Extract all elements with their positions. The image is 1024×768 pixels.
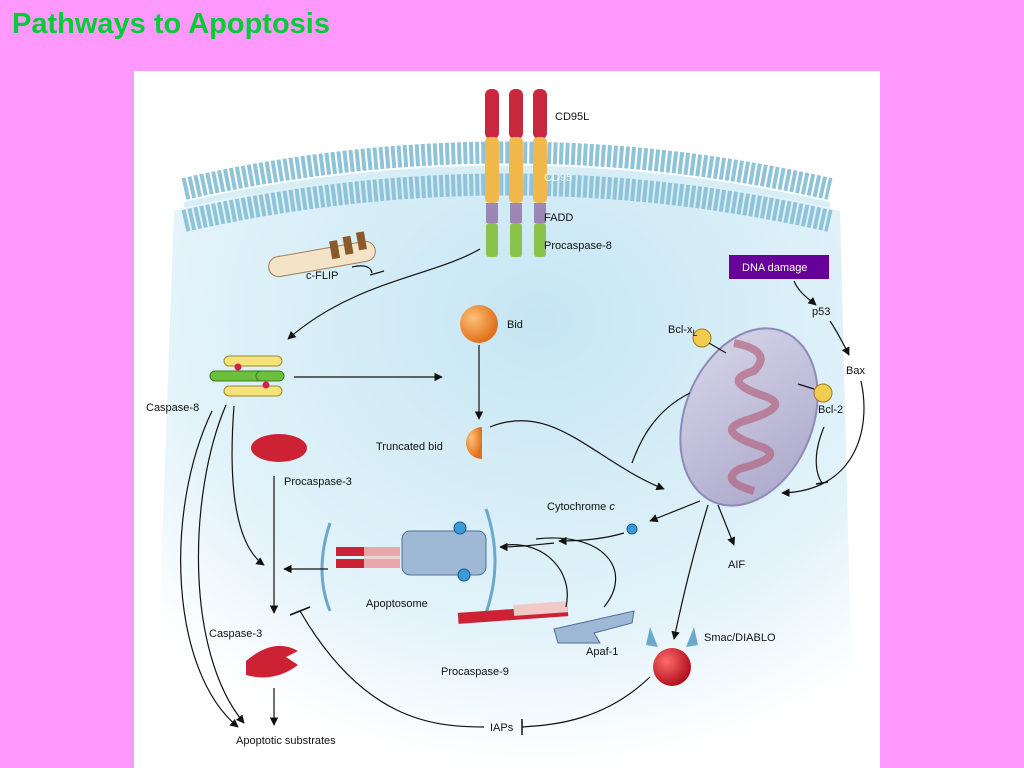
apoptotic-substrates-label: Apoptotic substrates — [236, 735, 336, 747]
bid-label: Bid — [507, 319, 523, 331]
caspase3-label: Caspase-3 — [209, 628, 262, 640]
cell-membrane — [181, 141, 833, 232]
caspase8-complex — [209, 355, 285, 397]
p53-label: p53 — [812, 306, 830, 318]
smac-diablo-molecule — [646, 627, 698, 686]
bid-molecule — [460, 305, 498, 343]
apoptosome-label: Apoptosome — [366, 598, 428, 610]
cytochrome-c-label: Cytochrome c — [547, 501, 615, 513]
cd95l-label: CD95L — [555, 111, 589, 123]
cytoplasm — [154, 171, 854, 768]
procaspase3-molecule — [251, 434, 307, 462]
cflip-label: c-FLIP — [306, 270, 338, 282]
procaspase9-label: Procaspase-9 — [441, 666, 509, 678]
cflip-molecule — [268, 231, 376, 278]
truncated-bid-molecule — [466, 427, 482, 459]
truncated-bid-label: Truncated bid — [376, 441, 443, 453]
smac-diablo-label: Smac/DIABLO — [704, 632, 776, 644]
dna-damage-label: DNA damage — [742, 262, 807, 274]
bclxl-label: Bcl-xL — [668, 324, 697, 338]
cd95-label: CD95 — [544, 172, 572, 184]
bax-label: Bax — [846, 365, 865, 377]
cytochrome-c-molecule — [626, 523, 638, 535]
caspase3-molecule — [246, 645, 298, 678]
procaspase3-label: Procaspase-3 — [284, 476, 352, 488]
dna-damage-box — [729, 255, 829, 279]
apoptosis-pathway-diagram: CD95L CD95 FADD Procaspase-8 c-FLIP DNA … — [134, 71, 880, 768]
aif-label: AIF — [728, 559, 745, 571]
fadd-label: FADD — [544, 212, 573, 224]
caspase8-label: Caspase-8 — [146, 402, 199, 414]
bcl2-molecule — [813, 383, 833, 403]
procaspase8-label: Procaspase-8 — [544, 240, 612, 252]
apaf1-molecule — [553, 610, 635, 644]
apaf1-label: Apaf-1 — [586, 646, 618, 658]
cd95-receptor-complex — [485, 89, 547, 257]
iaps-label: IAPs — [490, 722, 514, 734]
apoptosome-complex — [320, 508, 497, 614]
bcl2-label: Bcl-2 — [818, 404, 843, 416]
slide-title: Pathways to Apoptosis — [12, 8, 330, 40]
bclxl-molecule — [692, 328, 712, 348]
